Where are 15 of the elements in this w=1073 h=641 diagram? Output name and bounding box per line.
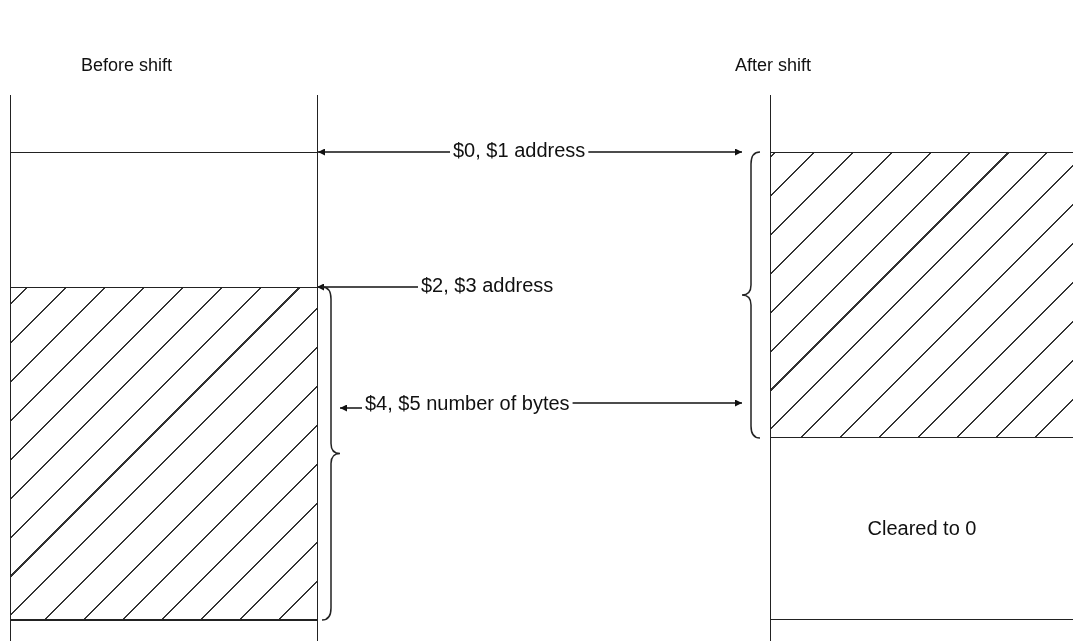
address-label: $2, $3 address: [418, 274, 557, 297]
curly-brace: [742, 152, 760, 438]
hatched-memory-block: [771, 152, 1073, 438]
arrow: [317, 148, 451, 156]
address-label: $0, $1 address: [450, 139, 589, 162]
column-heading: Before shift: [81, 55, 173, 76]
arrow: [316, 283, 419, 291]
arrow: [587, 148, 743, 156]
region-label: Cleared to 0: [867, 517, 977, 540]
hatched-memory-block: [11, 287, 317, 620]
byte-count-label: $4, $5 number of bytes: [362, 392, 573, 415]
curly-brace: [322, 287, 340, 620]
arrow: [339, 404, 363, 412]
arrow: [571, 399, 743, 407]
column-heading: After shift: [735, 55, 812, 76]
